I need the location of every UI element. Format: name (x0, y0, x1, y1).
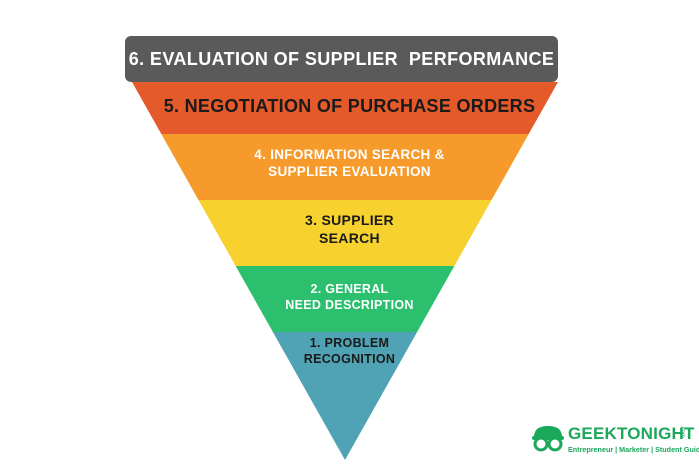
logo-tagline: Entrepreneur | Marketer | Student Guide (568, 445, 699, 454)
stage-2-label: 2. GENERAL NEED DESCRIPTION (0, 282, 699, 313)
stage-3-line-1: 3. SUPPLIER (305, 212, 394, 228)
stage-3-band (198, 200, 492, 266)
stage-2-line-1: 2. GENERAL (310, 282, 389, 296)
stage-6-label: 6. EVALUATION OF SUPPLIER PERFORMANCE (128, 48, 555, 69)
stage-3-line-2: SEARCH (319, 229, 380, 246)
stage-5-label: 5. NEGOTIATION OF PURCHASE ORDERS (0, 95, 699, 118)
logo-domain-suffix: .com (679, 425, 685, 439)
logo-name: GEEKTONIGHT (568, 424, 695, 443)
stage-1-line-1: 1. PROBLEM (309, 336, 390, 350)
stage-5-band (132, 82, 558, 134)
geektonight-logo: GEEKTONIGHT .com Entrepreneur | Marketer… (531, 421, 699, 459)
stage-1-band (272, 332, 418, 460)
geek-glasses-icon (532, 426, 564, 452)
stage-1-line-2: RECOGNITION (303, 351, 396, 366)
stage-4-line-2: SUPPLIER EVALUATION (268, 163, 431, 179)
stage-2-band (235, 266, 455, 332)
stage-3-label: 3. SUPPLIER SEARCH (0, 212, 699, 247)
stage-4-label: 4. INFORMATION SEARCH & SUPPLIER EVALUAT… (0, 147, 699, 181)
stage-2-line-2: NEED DESCRIPTION (285, 297, 414, 312)
stage-5-line-1: 5. NEGOTIATION OF PURCHASE ORDERS (163, 96, 536, 116)
stage-1-label: 1. PROBLEM RECOGNITION (0, 336, 699, 367)
stage-6-band: 6. EVALUATION OF SUPPLIER PERFORMANCE (125, 36, 558, 82)
stage-4-line-1: 4. INFORMATION SEARCH & (254, 147, 445, 162)
stage-4-band (161, 134, 529, 200)
